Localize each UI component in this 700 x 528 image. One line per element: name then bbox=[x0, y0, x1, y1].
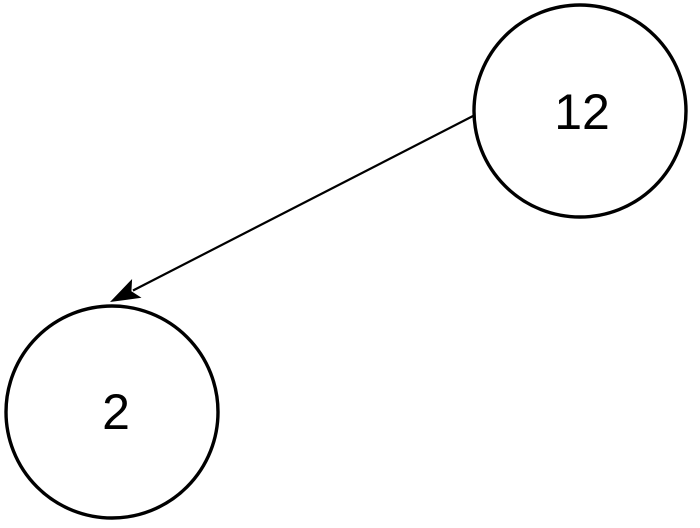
node-12-label: 12 bbox=[554, 84, 610, 140]
edge-line bbox=[132, 115, 474, 292]
node-2-label: 2 bbox=[102, 384, 130, 440]
node-12-circle bbox=[472, 3, 688, 219]
edge-arrowhead-icon bbox=[110, 279, 142, 302]
graph-node-2: 2 bbox=[4, 304, 220, 520]
graph-node-12: 12 bbox=[472, 3, 688, 219]
node-2-circle bbox=[4, 304, 220, 520]
edge-12-to-2 bbox=[110, 115, 474, 302]
